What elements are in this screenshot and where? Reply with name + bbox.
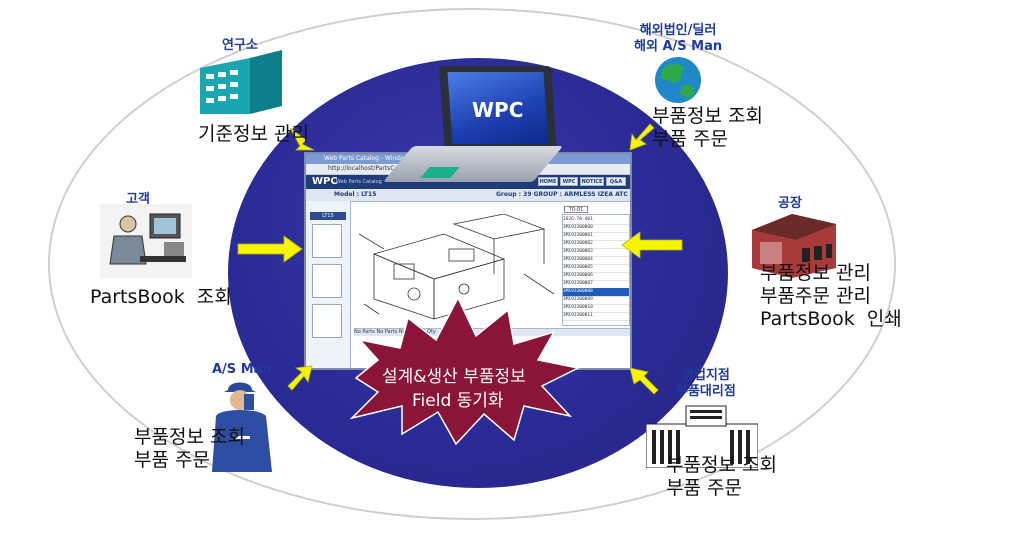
sync-starburst [349, 296, 581, 446]
table-row: 3M193300010 [563, 304, 629, 313]
table-row: 3M193300000 [563, 224, 629, 233]
asman-label: A/S Man [212, 362, 272, 377]
burst-text-line2: Field 동기화 [412, 391, 504, 411]
arrow-icon [629, 123, 655, 151]
globe-icon [655, 57, 701, 103]
factory-icon [752, 214, 836, 278]
branch-label: 영업지점 부품대리점 [676, 368, 736, 399]
table-row: 3M193300006 [563, 272, 629, 281]
customer-text: PartsBook 조회 [90, 286, 232, 308]
branch-building-icon [646, 405, 758, 468]
arrow-icon [621, 231, 683, 259]
screen-model-label: Model : LT15 [334, 191, 377, 198]
lab-label: 연구소 [222, 38, 258, 53]
arrow-icon [237, 235, 303, 263]
drawing-thumbnail [312, 264, 342, 298]
screen-group-label: Group : 39 GROUP : ARMLESS IZEA ATC [496, 191, 628, 198]
asman-text: 부품정보 조회 부품 주문 [134, 426, 245, 471]
table-row: 3M193300011 [563, 312, 629, 321]
service-man-icon [212, 382, 272, 472]
lab-text: 기준정보 관리 [198, 123, 309, 145]
factory-label: 공장 [778, 196, 802, 211]
screen-title: Web Parts Catalog - Windows Internet Exp… [324, 155, 465, 162]
drawing-thumbnail [312, 304, 342, 338]
customer-label: 고객 [126, 192, 150, 207]
screen-model-bar [306, 189, 630, 202]
parts-table-header: 70-01 [564, 206, 588, 213]
table-row: 3M193300004 [563, 256, 629, 265]
screen-address-text: http://localhost/PartsCatalog [328, 165, 414, 172]
burst-text-line1: 설계&생산 부품정보 [382, 367, 526, 387]
screen-logo-sub: Web Parts Catalog [336, 179, 382, 185]
arrow-icon [287, 365, 313, 391]
table-row: 3M193300002 [563, 240, 629, 249]
overseas-text: 부품정보 조회 부품 주문 [652, 105, 763, 150]
parts-drawing-svg [358, 213, 555, 320]
drawing-thumbnail [312, 224, 342, 258]
table-row: 3M193300009 [563, 296, 629, 305]
starburst-shape [349, 296, 581, 446]
screen-qa-button: Q&A [606, 177, 626, 186]
building-icon [200, 50, 282, 114]
table-row: 3M193300001 [563, 232, 629, 241]
screen-wpc-button: WPC [560, 177, 578, 186]
table-row-selected: 3M193300008 [563, 288, 629, 297]
arrow-icon [629, 367, 659, 395]
overseas-label: 해외법인/딜러 해외 A/S Man [634, 23, 723, 54]
table-row: 3M193300003 [563, 248, 629, 257]
factory-text: 부품정보 관리 부품주문 관리 PartsBook 인쇄 [760, 262, 902, 330]
screen-side-tab: LT15 [310, 212, 346, 220]
customer-at-desk-icon [100, 204, 192, 278]
arrow-icon [289, 127, 315, 151]
laptop-wpc-label: WPC [472, 98, 524, 122]
table-row: 3M193300005 [563, 264, 629, 273]
screen-home-button: HOME [538, 177, 558, 186]
table-row: 2626-70-401 [563, 216, 629, 225]
screen-notice-button: NOTICE [580, 177, 604, 186]
screen-logo: WPC [312, 176, 338, 187]
outer-ring [48, 8, 896, 520]
branch-text: 부품정보 조회 부품 주문 [666, 454, 777, 499]
